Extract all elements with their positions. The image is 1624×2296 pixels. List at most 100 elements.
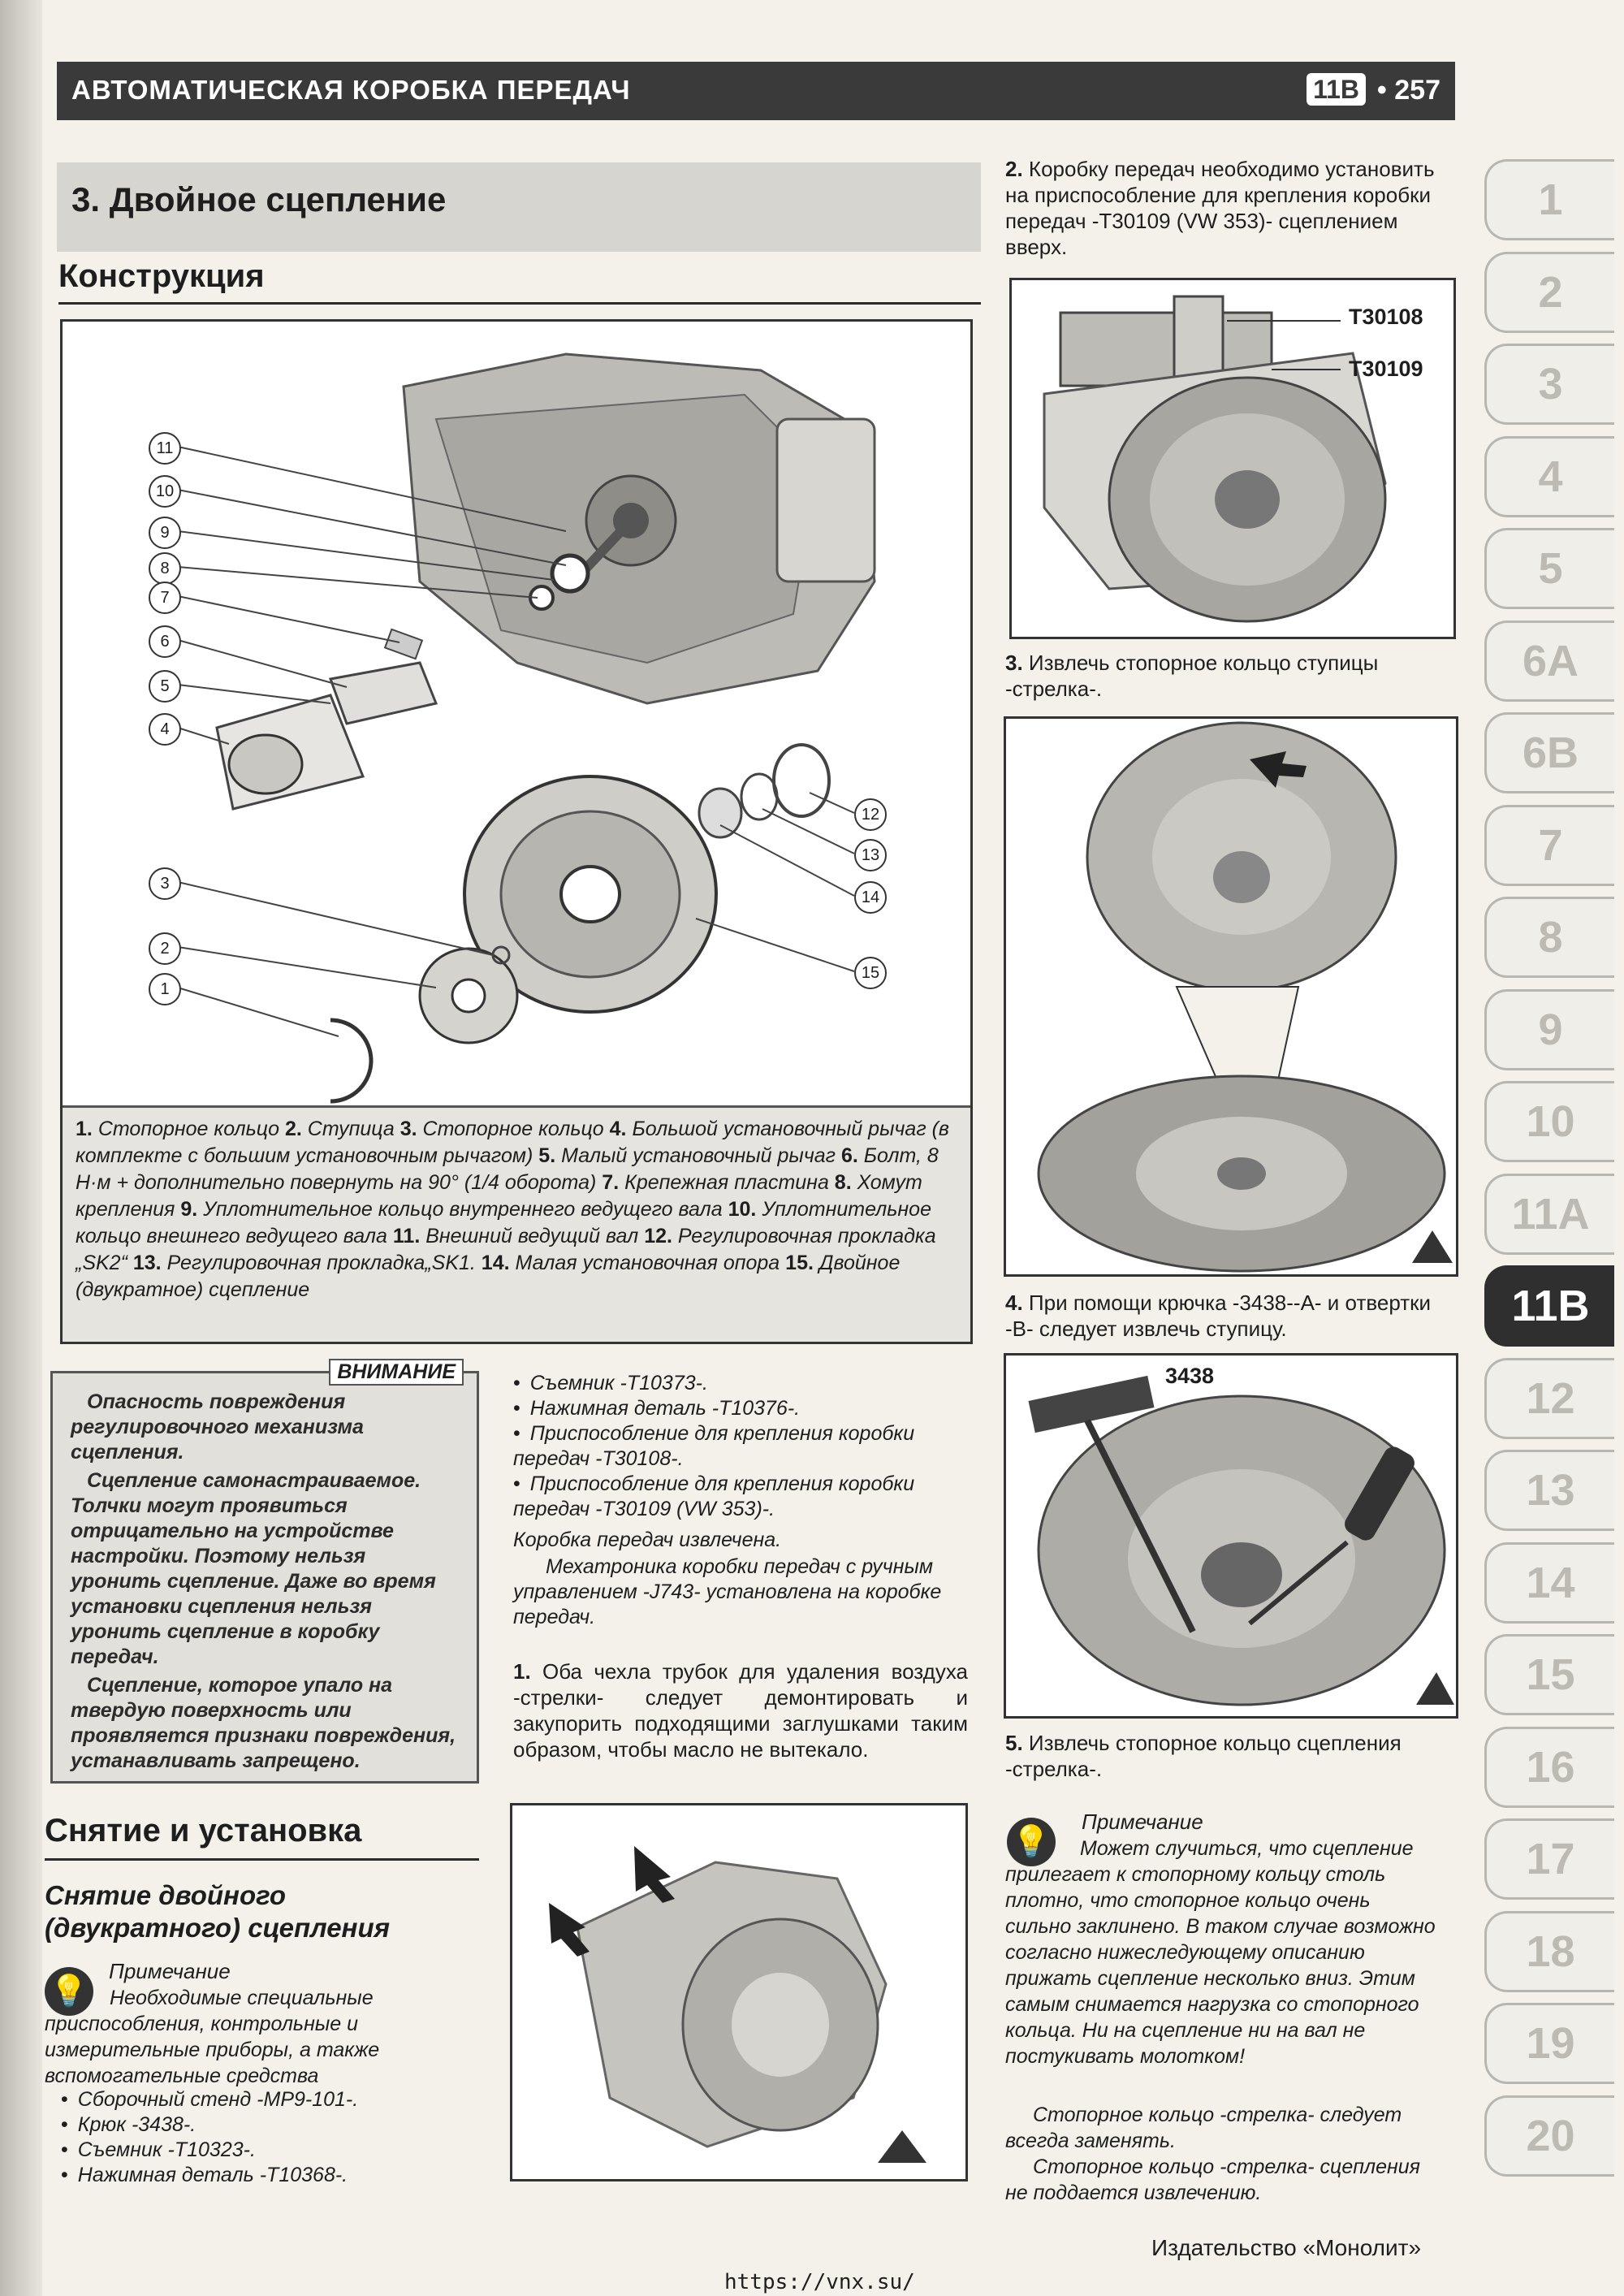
- caption-item-text: Ступица: [307, 1118, 395, 1140]
- tools-list-mid: Съемник -T10373-. Нажимная деталь -T1037…: [513, 1371, 968, 1522]
- step-5: 5. Извлечь стопорное кольцо сцепления -с…: [1005, 1730, 1460, 1782]
- tool-item: Съемник -T10373-.: [513, 1371, 968, 1396]
- chapter-tab-1[interactable]: 1: [1484, 159, 1614, 240]
- chapter-tab-5[interactable]: 5: [1484, 528, 1614, 609]
- warning-box: ВНИМАНИЕ Опасность повреждения регулиров…: [50, 1359, 479, 1784]
- chapter-tab-9[interactable]: 9: [1484, 988, 1614, 1070]
- right-note-label: Примечание: [1082, 1810, 1203, 1834]
- chapter-tab-3[interactable]: 3: [1484, 344, 1614, 425]
- step-3-number: 3.: [1005, 651, 1023, 675]
- right-note-p2: Стопорное кольцо -стрелка- следует всегд…: [1005, 2104, 1402, 2152]
- chapter-tab-7[interactable]: 7: [1484, 804, 1614, 886]
- step-2: 2. Коробку передач необходимо установить…: [1005, 156, 1460, 260]
- step-3: 3. Извлечь стопорное кольцо ступицы -стр…: [1005, 650, 1460, 702]
- caption-item-number: 5.: [538, 1144, 556, 1167]
- callout-4: 4: [149, 713, 181, 746]
- chapter-badge: 11B: [1307, 73, 1366, 106]
- step-4-number: 4.: [1005, 1291, 1023, 1315]
- step-1-text: Оба чехла трубок для удаления воздуха -с…: [513, 1659, 968, 1762]
- caption-item-number: 12.: [644, 1225, 672, 1247]
- caption-item-text: Крепежная пластина: [624, 1171, 829, 1194]
- tool-item: Съемник -T10323-.: [61, 2138, 475, 2163]
- note-text: Необходимые специальные приспособления, …: [45, 1987, 380, 2087]
- page-number: • 257: [1376, 75, 1440, 106]
- step-1-number: 1.: [513, 1659, 531, 1684]
- caption-item-number: 2.: [284, 1118, 302, 1140]
- subsection-title: Конструкция: [58, 258, 265, 294]
- chapter-tab-10[interactable]: 10: [1484, 1081, 1614, 1162]
- chapter-tab-11b[interactable]: 11B: [1484, 1265, 1614, 1347]
- caption-item-text: Двойное (двукратное) сцепление: [76, 1252, 901, 1301]
- publisher: Издательство «Монолит»: [1151, 2235, 1422, 2260]
- arrow-icon: [1250, 751, 1307, 788]
- chapter-tab-8[interactable]: 8: [1484, 897, 1614, 978]
- chapter-tab-12[interactable]: 12: [1484, 1357, 1614, 1439]
- right-note-text: Может случиться, что сцепление прилегает…: [1005, 1837, 1436, 2068]
- removal-subheading: Снятие двойного (двукратного) сцепления: [45, 1880, 391, 1943]
- chapter-tab-14[interactable]: 14: [1484, 1541, 1614, 1624]
- subsection-rule: [58, 302, 981, 305]
- removal-rule: [45, 1858, 479, 1861]
- step-2-number: 2.: [1005, 157, 1023, 181]
- tools-list-left: Сборочный стенд -МР9-101-. Крюк -3438-. …: [61, 2087, 475, 2188]
- chapter-tab-4[interactable]: 4: [1484, 435, 1614, 517]
- callout-5: 5: [149, 670, 181, 703]
- fixture-photo-drawing: [1043, 295, 1387, 623]
- chapter-tab-17[interactable]: 17: [1484, 1818, 1614, 1900]
- callout-13: 13: [854, 839, 887, 871]
- removal-heading: Снятие и установка: [45, 1813, 362, 1848]
- caption-item-number: 11.: [392, 1225, 421, 1247]
- note-label: Примечание: [109, 1959, 231, 1983]
- chapter-tab-16[interactable]: 16: [1484, 1726, 1614, 1808]
- footer-url[interactable]: https://vnx.su/: [724, 2270, 915, 2294]
- arrow-icon: [549, 1903, 590, 1957]
- warning-label: ВНИМАНИЕ: [329, 1359, 464, 1386]
- warning-paragraph-1: Опасность повреждения регулировочного ме…: [71, 1390, 364, 1464]
- callout-3: 3: [149, 867, 181, 900]
- tool-item: Нажимная деталь -T10368-.: [61, 2163, 475, 2188]
- caption-item-text: Большой установочный рычаг (в комплекте …: [76, 1118, 949, 1167]
- warning-paragraph-3: Сцепление, которое упало на твердую пове…: [71, 1674, 456, 1772]
- caption-item-number: 3.: [400, 1118, 417, 1140]
- gearbox-photo-drawing: [549, 1846, 926, 2163]
- exploded-diagram: 11 10 9 8 7 6 5 4 3 2 1 12 13 14 15 1. С…: [60, 319, 973, 1344]
- callout-12: 12: [854, 798, 887, 831]
- warning-paragraph-2: Сцепление самонастраиваемое. Толчки могу…: [71, 1469, 436, 1668]
- chapter-tab-13[interactable]: 13: [1484, 1450, 1614, 1531]
- caption-item-number: 10.: [728, 1198, 757, 1221]
- section-title: 3. Двойное сцепление: [71, 180, 447, 218]
- caption-item-text: Хомут крепления: [76, 1171, 922, 1221]
- caption-item-number: 13.: [132, 1252, 162, 1274]
- fixture-label-t30108: T30108: [1349, 305, 1423, 329]
- chapter-tab-11a[interactable]: 11A: [1484, 1173, 1614, 1255]
- chapter-tab-6b[interactable]: 6B: [1484, 712, 1614, 793]
- caption-item-number: 14.: [481, 1252, 510, 1274]
- chapter-tab-2[interactable]: 2: [1484, 251, 1614, 333]
- caption-item-number: 7.: [602, 1171, 620, 1194]
- caption-item-number: 15.: [785, 1252, 814, 1274]
- right-note-p3: Стопорное кольцо -стрелка- сцепления не …: [1005, 2155, 1421, 2204]
- callout-14: 14: [854, 881, 887, 914]
- caption-item-text: Внешний ведущий вал: [425, 1225, 639, 1247]
- callout-1: 1: [149, 973, 181, 1005]
- tool-item: Нажимная деталь -T10376-.: [513, 1396, 968, 1421]
- chapter-tab-20[interactable]: 20: [1484, 2095, 1614, 2177]
- chapter-tab-15[interactable]: 15: [1484, 1634, 1614, 1715]
- caption-item-text: Регулировочная прокладка „SK2“: [76, 1225, 936, 1274]
- caption-item-number: 9.: [180, 1198, 198, 1221]
- callout-2: 2: [149, 932, 181, 965]
- chapter-tab-18[interactable]: 18: [1484, 1910, 1614, 1992]
- callout-11: 11: [149, 432, 181, 465]
- hook-label-3438: 3438: [1165, 1364, 1215, 1388]
- caption-item-text: Уплотнительное кольцо внутреннего ведуще…: [203, 1198, 723, 1221]
- hub-ring-photo-drawing: [1037, 721, 1453, 1273]
- chapter-tab-6a[interactable]: 6A: [1484, 620, 1614, 702]
- lightbulb-icon: 💡: [45, 1967, 93, 2016]
- chapter-tab-19[interactable]: 19: [1484, 2003, 1614, 2084]
- step-1: 1. Оба чехла трубок для удаления воздуха…: [513, 1658, 968, 1762]
- fixture-label-t30109: T30109: [1349, 357, 1423, 381]
- caption-item-text: Болт, 8 Н·м + дополнительно повернуть на…: [76, 1144, 939, 1194]
- gearbox-removed-text: Коробка передач извлечена.: [513, 1529, 782, 1551]
- tool-item: Приспособление для крепления коробки пер…: [513, 1472, 968, 1522]
- fixture-photo: T30108 T30109: [1009, 278, 1456, 639]
